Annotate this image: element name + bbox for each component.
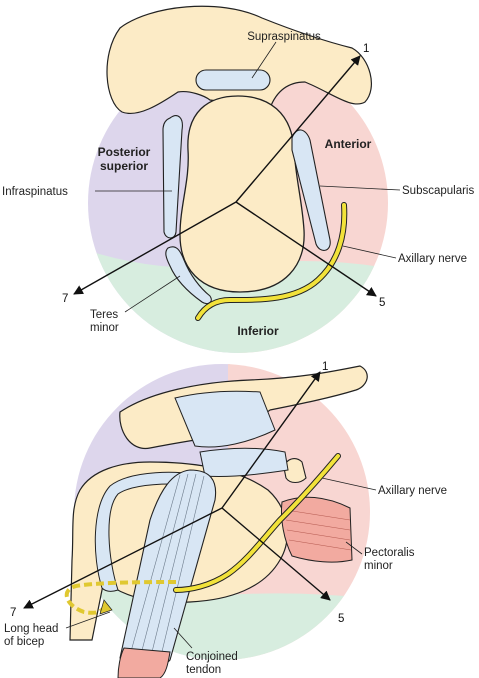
top-glenoid-view: Supraspinatus Infraspinatus Subscapulari… [2, 5, 474, 353]
leader-conjoined-tendon [173, 627, 193, 649]
leader-pectoralis-minor [345, 541, 363, 555]
subscapularis-muscle [291, 129, 331, 251]
label-subscapularis: Subscapularis [402, 185, 474, 197]
leader-axillary-nerve [342, 245, 397, 259]
coracoacromial-ligament [174, 390, 276, 448]
label-axillary-nerve-bottom: Axillary nerve [378, 485, 447, 497]
top-portal-1-label: 1 [363, 43, 369, 55]
bicep-rotation-arrow [64, 580, 177, 615]
top-portal-7-label: 7 [62, 293, 68, 305]
supraspinatus-muscle [195, 69, 271, 91]
leader-axillary-nerve-bottom [321, 477, 377, 491]
bottom-portal-1-label: 1 [322, 361, 328, 373]
top-acromion-bone [106, 5, 373, 114]
bottom-portal-1-arrow [221, 371, 321, 509]
top-portal-7-arrow [73, 201, 237, 295]
label-supraspinatus: Supraspinatus [247, 31, 321, 43]
label-anterior: Anterior [325, 137, 372, 151]
bottom-portal-5-arrow [221, 507, 331, 601]
top-portal-1-arrow [235, 55, 361, 203]
leader-subscapularis [319, 185, 401, 191]
bicep-muscle-belly [117, 647, 171, 678]
bottom-coracoid [283, 458, 307, 484]
pectoralis-minor-muscle [281, 496, 353, 563]
leader-teres-minor [124, 275, 181, 313]
coracohumeral-ligament [199, 447, 289, 478]
infraspinatus-muscle [162, 115, 183, 239]
top-portal-5-label: 5 [379, 297, 385, 309]
bottom-portal-5-label: 5 [338, 613, 344, 625]
bottom-portal-7-arrow [23, 507, 223, 609]
bottom-portal-7-label: 7 [10, 607, 16, 619]
top-portal-5-arrow [235, 201, 377, 297]
label-axillary-nerve-top: Axillary nerve [398, 253, 467, 265]
label-infraspinatus: Infraspinatus [2, 186, 68, 198]
label-inferior: Inferior [237, 324, 279, 338]
leader-supraspinatus [251, 41, 277, 79]
leader-long-head-bicep [65, 611, 111, 629]
